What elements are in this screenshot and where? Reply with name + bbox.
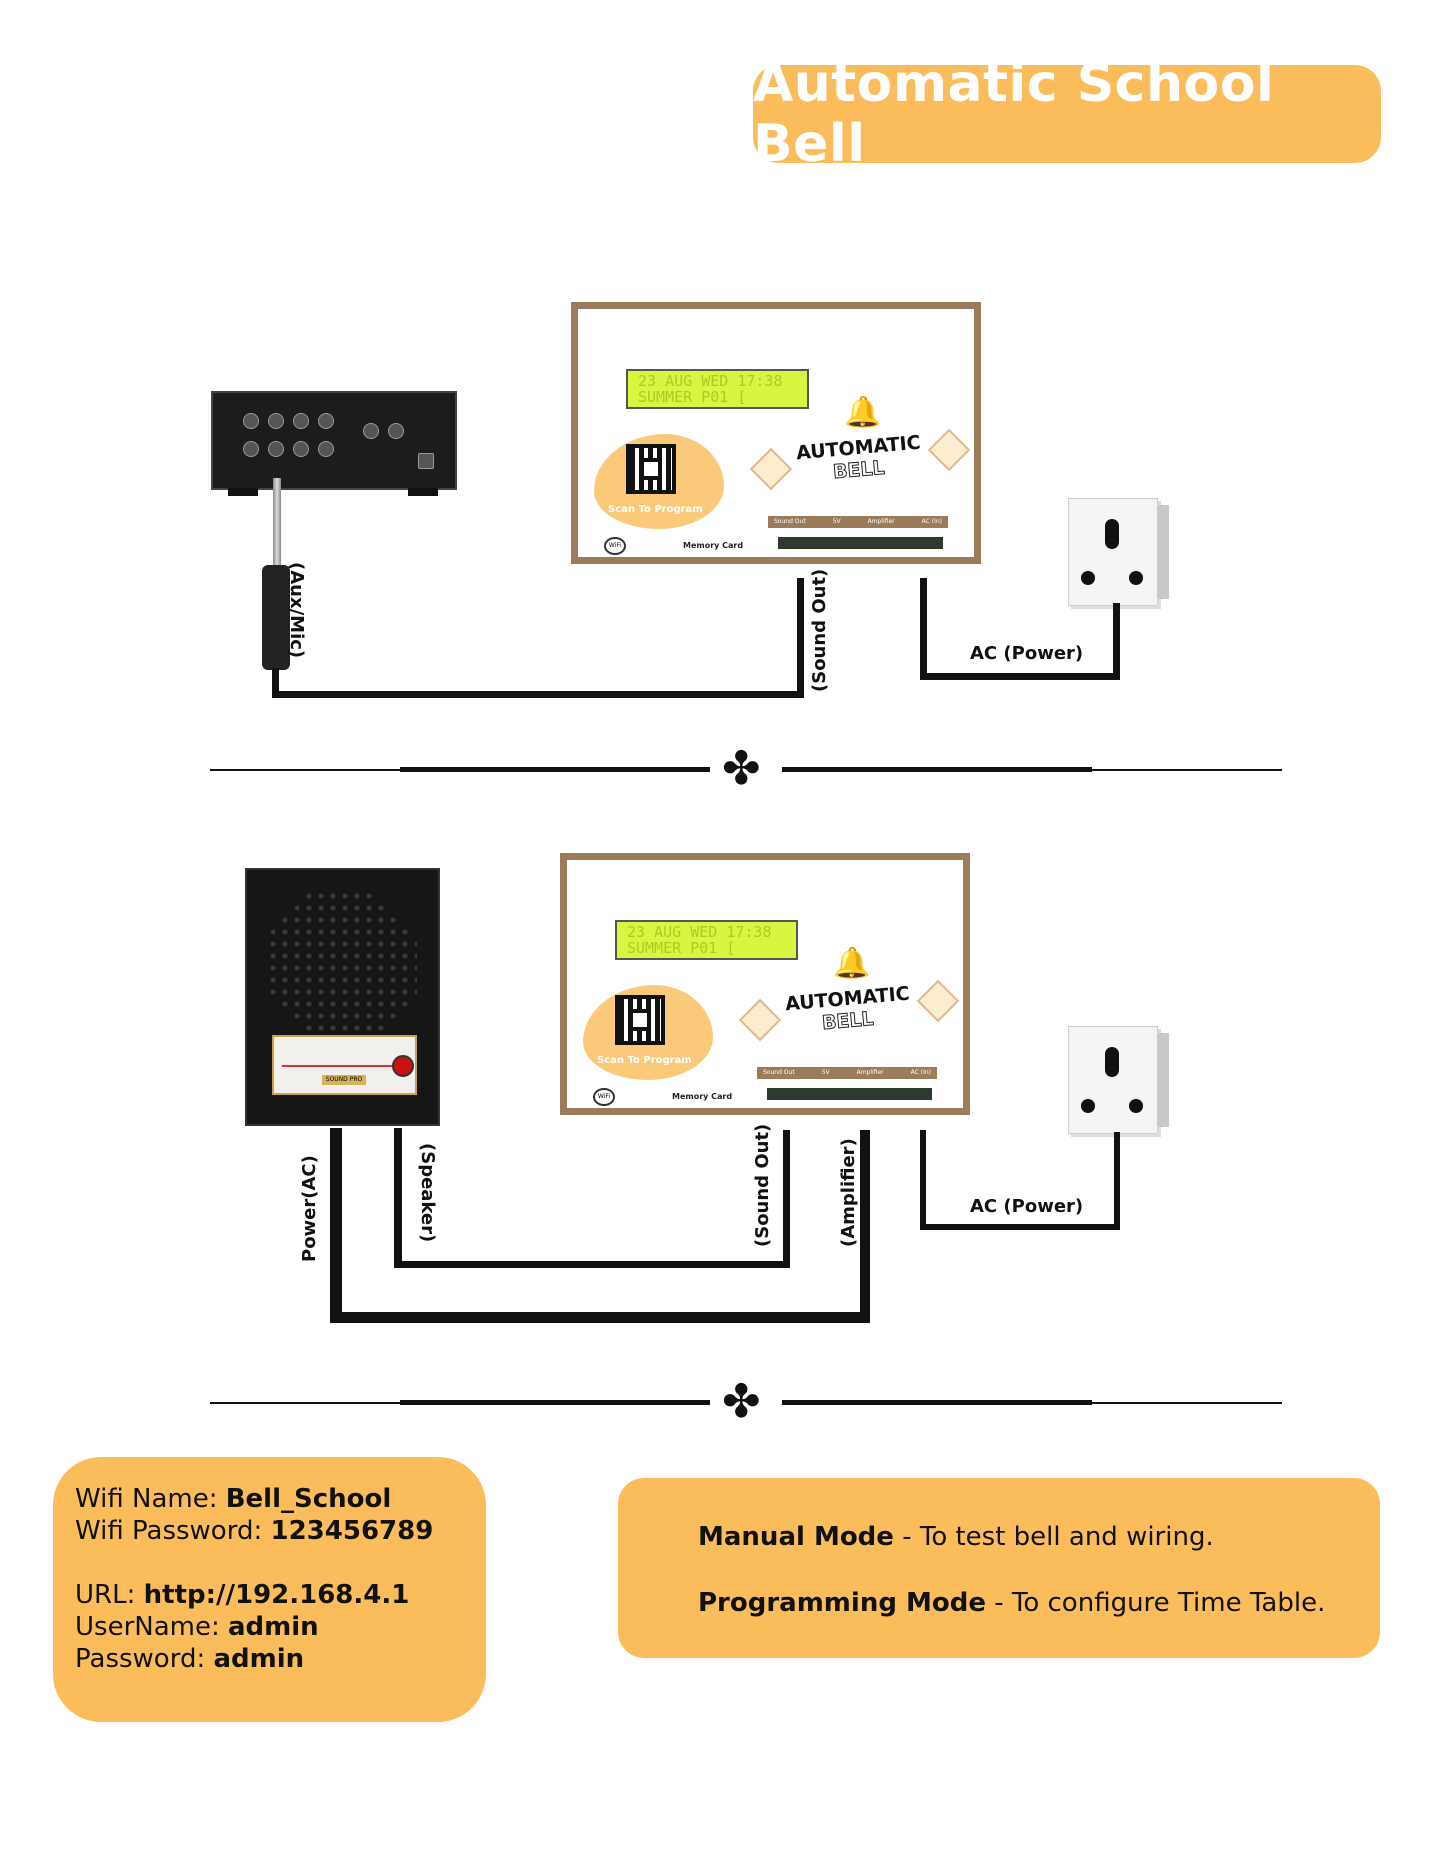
qr-code-icon — [615, 995, 665, 1045]
divider-line — [782, 767, 1092, 772]
label-aux-mic: (Aux/Mic) — [286, 562, 307, 659]
wifi-credentials-box: Wifi Name: Bell_School Wifi Password: 12… — [53, 1457, 486, 1722]
modes-box: Manual Mode - To test bell and wiring. P… — [618, 1478, 1380, 1658]
wire-ac-bottom — [920, 673, 1120, 680]
mode-name: Manual Mode — [698, 1522, 894, 1552]
label-sound-out: (Sound Out) — [809, 568, 830, 692]
diamond-ornament-icon — [927, 428, 971, 472]
wire-ac-left — [920, 578, 927, 680]
wire-ac-right — [1113, 603, 1120, 680]
speaker-badge: SOUND PRO — [322, 1075, 366, 1085]
automatic-bell-device-1: 23 AUG WED 17:38 SUMMER P01 [ Scan To Pr… — [571, 302, 981, 564]
divider-line — [400, 1400, 710, 1405]
label-power-ac: Power(AC) — [299, 1155, 320, 1262]
pcb-terminal — [778, 537, 943, 549]
brand-bell: BELL — [832, 456, 886, 484]
speaker-unit-image: SOUND PRO — [245, 868, 440, 1126]
wire-aux — [272, 668, 279, 698]
title-banner: Automatic School Bell — [753, 54, 1381, 174]
pcb-terminal — [767, 1088, 932, 1100]
username-row: UserName: admin — [75, 1612, 319, 1642]
lcd-display: 23 AUG WED 17:38 SUMMER P01 [ — [615, 920, 798, 960]
wire-ac-right-2 — [1114, 1132, 1120, 1230]
scan-label: Scan To Program — [608, 504, 703, 515]
wifi-icon: WiFi — [604, 537, 626, 555]
wire-sound-out-2 — [783, 1130, 790, 1268]
mode-name: Programming Mode — [698, 1588, 986, 1618]
wire-aux-horizontal — [272, 691, 804, 698]
mode-desc: - To configure Time Table. — [985, 1588, 1326, 1618]
lcd-display: 23 AUG WED 17:38 SUMMER P01 [ — [626, 369, 809, 409]
wire-power-ac — [330, 1128, 342, 1323]
label-ac-power-2: AC (Power) — [970, 1196, 1084, 1217]
url-row: URL: http://192.168.4.1 — [75, 1580, 410, 1610]
divider-line — [400, 767, 710, 772]
mode-desc: - To test bell and wiring. — [893, 1522, 1214, 1552]
manual-mode-row: Manual Mode - To test bell and wiring. — [698, 1521, 1380, 1553]
wire-sound-out — [797, 578, 804, 698]
wall-socket-1 — [1068, 498, 1169, 606]
password-row: Password: admin — [75, 1644, 305, 1674]
wire-ac-left-2 — [920, 1130, 926, 1230]
url-value: http://192.168.4.1 — [143, 1580, 410, 1610]
qr-code-icon — [626, 444, 676, 494]
bell-icon: 🔔 — [844, 395, 882, 430]
wire-speaker-bottom — [394, 1261, 790, 1268]
wire-speaker — [394, 1128, 402, 1268]
diamond-ornament-icon — [749, 447, 793, 491]
automatic-bell-device-2: 23 AUG WED 17:38 SUMMER P01 [ Scan To Pr… — [560, 853, 970, 1115]
wifi-name-row: Wifi Name: Bell_School — [75, 1484, 392, 1514]
wire-power-ac-bottom — [330, 1312, 870, 1323]
password-value: admin — [213, 1644, 305, 1674]
label-speaker: (Speaker) — [417, 1143, 438, 1243]
wifi-password-value: 123456789 — [270, 1516, 434, 1546]
wifi-name-value: Bell_School — [225, 1484, 392, 1514]
amplifier-unit-image — [211, 391, 457, 496]
label-ac-power: AC (Power) — [970, 643, 1084, 664]
programming-mode-row: Programming Mode - To configure Time Tab… — [698, 1587, 1380, 1619]
bell-icon: 🔔 — [833, 946, 871, 981]
audio-jack-tip — [273, 478, 281, 568]
page-title: Automatic School Bell — [753, 54, 1275, 174]
label-amplifier: (Amplifier) — [838, 1138, 859, 1247]
memory-card-label: Memory Card — [672, 1092, 733, 1101]
username-value: admin — [228, 1612, 319, 1642]
audio-jack-plug — [262, 565, 290, 670]
wall-socket-2 — [1068, 1026, 1169, 1134]
diamond-ornament-icon — [916, 979, 960, 1023]
label-sound-out-2: (Sound Out) — [752, 1123, 773, 1247]
diamond-ornament-icon — [738, 998, 782, 1042]
memory-card-label: Memory Card — [683, 541, 744, 550]
divider-ornament-icon: ✤ — [722, 1374, 761, 1428]
wifi-password-row: Wifi Password: 123456789 — [75, 1516, 434, 1546]
wire-amplifier — [860, 1130, 870, 1323]
divider-ornament-icon: ✤ — [722, 741, 761, 795]
brand-bell: BELL — [821, 1007, 875, 1035]
wire-ac-bottom-2 — [920, 1224, 1120, 1230]
scan-label: Scan To Program — [597, 1055, 692, 1066]
wifi-icon: WiFi — [593, 1088, 615, 1106]
divider-line — [782, 1400, 1092, 1405]
